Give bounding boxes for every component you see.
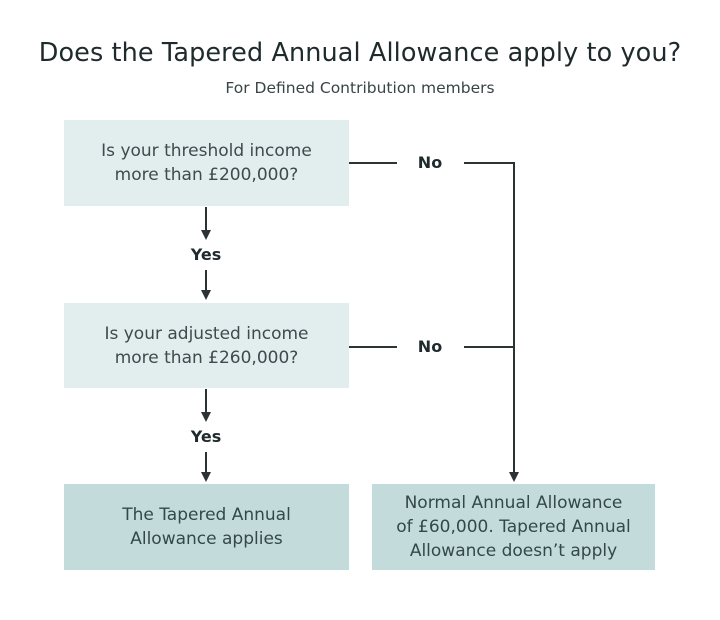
connector-line: [205, 207, 207, 232]
connector-line: [205, 389, 207, 414]
box-line: Is your threshold income: [101, 141, 312, 161]
box-line: Normal Annual Allowance: [404, 493, 623, 513]
question-box-adjusted-income: Is your adjusted income more than £260,0…: [64, 303, 349, 388]
arrow-down-icon: [201, 472, 211, 482]
arrow-down-icon: [201, 290, 211, 300]
arrow-down-icon: [201, 412, 211, 422]
arrow-down-icon: [509, 472, 519, 482]
connector-line: [464, 346, 514, 348]
page-title: Does the Tapered Annual Allowance apply …: [38, 38, 682, 68]
edge-label-yes: Yes: [190, 427, 222, 446]
connector-line: [349, 162, 397, 164]
question-box-threshold-income: Is your threshold income more than £200,…: [64, 120, 349, 206]
connector-line: [464, 162, 514, 164]
edge-label-yes: Yes: [190, 245, 222, 264]
box-line: Allowance applies: [130, 529, 283, 549]
edge-label-no: No: [417, 153, 443, 172]
page-subtitle: For Defined Contribution members: [225, 79, 495, 97]
connector-line: [205, 270, 207, 292]
connector-line: [513, 162, 515, 474]
result-box-normal-allowance: Normal Annual Allowance of £60,000. Tape…: [372, 484, 655, 570]
connector-line: [205, 452, 207, 474]
arrow-down-icon: [201, 230, 211, 240]
box-line: The Tapered Annual: [122, 505, 291, 525]
connector-line: [349, 346, 397, 348]
box-line: more than £200,000?: [114, 165, 299, 185]
result-box-tapered-applies: The Tapered Annual Allowance applies: [64, 484, 349, 570]
edge-label-no: No: [417, 337, 443, 356]
box-line: more than £260,000?: [114, 347, 299, 368]
box-line: Is your adjusted income: [104, 323, 309, 344]
box-line: Allowance doesn’t apply: [409, 541, 618, 561]
box-line: of £60,000. Tapered Annual: [396, 517, 631, 537]
